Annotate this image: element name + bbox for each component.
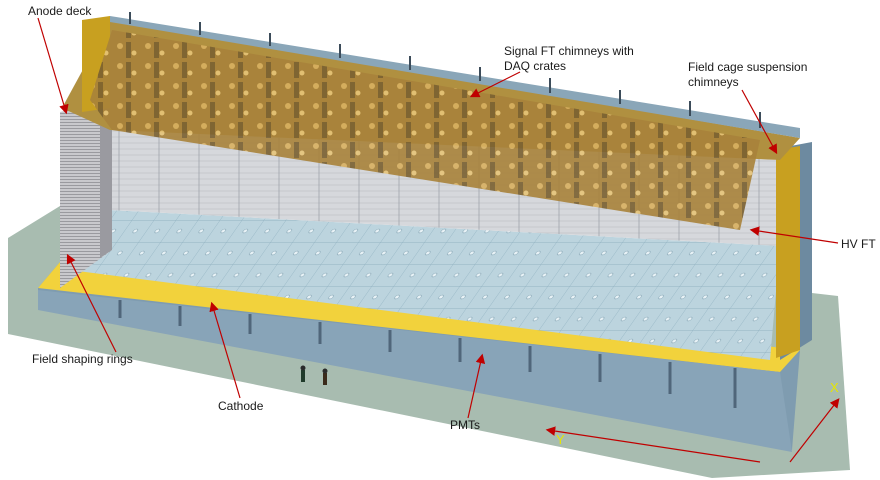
arrow-pmts xyxy=(467,353,486,419)
outer-box-face xyxy=(38,290,792,452)
people-figures xyxy=(300,365,328,385)
label-signal-ft-line2: DAQ crates xyxy=(504,59,567,73)
label-signal-ft-line1: Signal FT chimneys with xyxy=(504,44,634,58)
label-pmts: PMTs xyxy=(450,418,480,432)
pmt-floor xyxy=(70,210,780,360)
arrow-field-cage xyxy=(741,89,778,155)
axis-label-y: Y xyxy=(556,432,565,447)
arrow-anode-deck xyxy=(37,17,69,115)
signal-ft-chimneys xyxy=(90,30,760,230)
arrow-cathode xyxy=(209,301,241,399)
annotation-arrows xyxy=(37,17,840,463)
arrow-signal-ft xyxy=(469,71,521,98)
arrow-hv-ft xyxy=(749,226,839,244)
arrow-field-shaping-rings xyxy=(66,253,117,353)
label-field-cage-line2: chimneys xyxy=(688,75,739,89)
label-field-cage-line1: Field cage suspension xyxy=(688,60,808,74)
field-shaping-rings-wall xyxy=(60,100,112,288)
arrow-x-axis xyxy=(789,398,840,463)
label-hv-ft: HV FT xyxy=(841,237,876,251)
label-anode-deck: Anode deck xyxy=(28,4,92,18)
top-beams xyxy=(129,12,761,128)
steel-frame-verticals xyxy=(118,300,737,408)
label-cathode: Cathode xyxy=(218,399,264,413)
axis-label-x: X xyxy=(830,380,839,395)
rings-inner-edge xyxy=(100,104,112,258)
label-field-shaping-rings: Field shaping rings xyxy=(32,352,133,366)
arrow-y-axis xyxy=(545,426,761,463)
anode-deck-top-edge xyxy=(110,16,800,138)
right-gold-strip xyxy=(776,146,800,358)
